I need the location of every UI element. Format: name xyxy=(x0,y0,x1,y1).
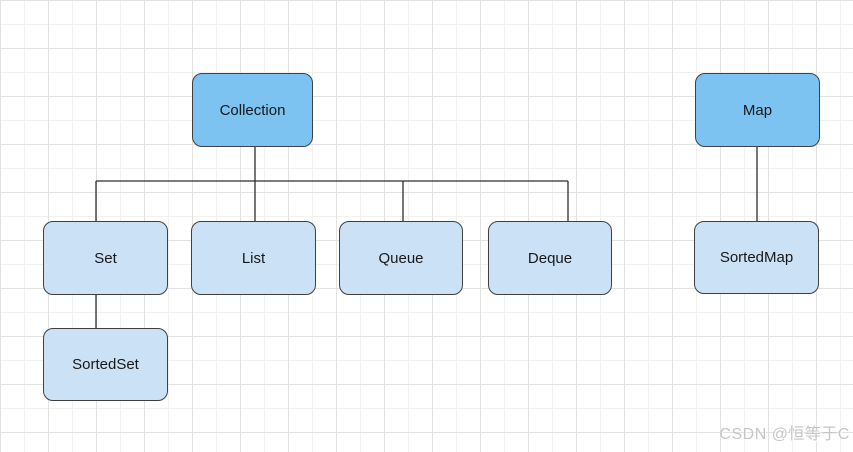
node-queue-label: Queue xyxy=(378,249,424,267)
node-deque: Deque xyxy=(488,221,612,295)
node-set-label: Set xyxy=(94,249,117,267)
node-map: Map xyxy=(695,73,820,147)
node-list-label: List xyxy=(241,249,266,267)
node-collection-label: Collection xyxy=(219,101,286,119)
node-list: List xyxy=(191,221,316,295)
node-deque-label: Deque xyxy=(527,249,573,267)
csdn-watermark: CSDN @恒等于C xyxy=(719,426,850,443)
node-collection: Collection xyxy=(192,73,313,147)
node-queue: Queue xyxy=(339,221,463,295)
node-sortedmap: SortedMap xyxy=(694,221,819,294)
node-sortedmap-label: SortedMap xyxy=(719,249,794,266)
node-sortedset: SortedSet xyxy=(43,328,168,401)
node-map-label: Map xyxy=(742,101,773,119)
node-sortedset-label: SortedSet xyxy=(72,356,139,373)
node-set: Set xyxy=(43,221,168,295)
